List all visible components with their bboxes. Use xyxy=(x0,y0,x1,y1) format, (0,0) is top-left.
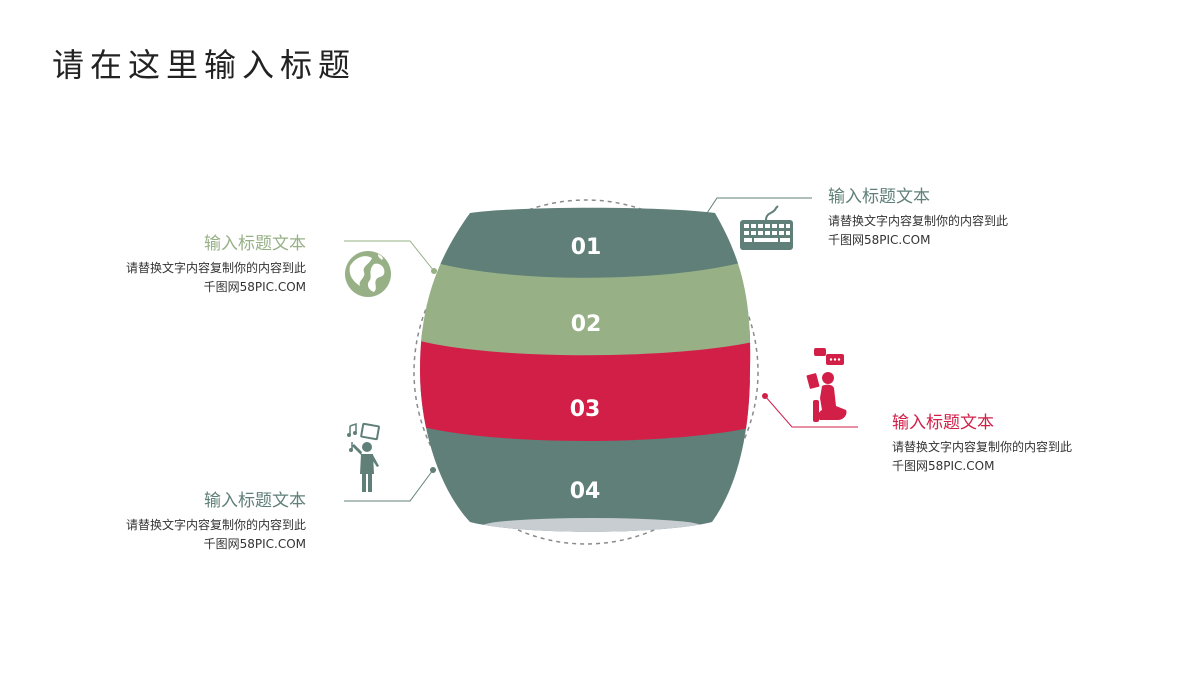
item-right: 输入标题文本 请替换文字内容复制你的内容到此 千图网58PIC.COM xyxy=(892,412,1152,476)
item-top-right: 输入标题文本 请替换文字内容复制你的内容到此 千图网58PIC.COM xyxy=(828,186,1088,250)
item-top-left: 输入标题文本 请替换文字内容复制你的内容到此 千图网58PIC.COM xyxy=(60,233,306,297)
band-02 xyxy=(420,250,751,356)
item-heading: 输入标题文本 xyxy=(828,187,930,207)
band-number-02: 02 xyxy=(571,312,602,337)
band-01 xyxy=(420,207,751,278)
item-desc-line1: 请替换文字内容复制你的内容到此 xyxy=(892,440,1073,454)
item-heading: 输入标题文本 xyxy=(892,413,994,433)
keyboard-icon xyxy=(740,205,793,250)
connector-right xyxy=(764,395,858,428)
item-bottom-left: 输入标题文本 请替换文字内容复制你的内容到此 千图网58PIC.COM xyxy=(60,490,306,554)
item-heading: 输入标题文本 xyxy=(204,234,306,254)
item-desc-line1: 请替换文字内容复制你的内容到此 xyxy=(125,518,306,532)
dashed-ring xyxy=(413,199,759,545)
connector-dot xyxy=(431,268,437,274)
item-heading: 输入标题文本 xyxy=(204,491,306,511)
band-number-01: 01 xyxy=(571,235,602,260)
connector-bottom-left xyxy=(344,469,434,502)
connector-top-right xyxy=(696,197,812,229)
connector-dot xyxy=(694,225,700,231)
item-desc-line2: 千图网58PIC.COM xyxy=(828,233,931,247)
page-title: 请在这里输入标题 xyxy=(52,46,357,84)
connector-dot xyxy=(762,393,768,399)
item-desc-line1: 请替换文字内容复制你的内容到此 xyxy=(125,261,306,275)
globe-icon xyxy=(345,251,391,297)
connector-top-left xyxy=(344,240,435,272)
item-desc-line2: 千图网58PIC.COM xyxy=(203,280,306,294)
person-reading-icon xyxy=(806,348,847,422)
band-03 xyxy=(420,322,751,441)
bottom-shadow xyxy=(482,518,702,532)
item-desc-line2: 千图网58PIC.COM xyxy=(203,537,306,551)
person-music-icon xyxy=(347,422,380,492)
band-number-03: 03 xyxy=(570,397,601,422)
item-desc-line2: 千图网58PIC.COM xyxy=(892,459,995,473)
item-desc-line1: 请替换文字内容复制你的内容到此 xyxy=(828,214,1009,228)
connector-dot xyxy=(430,467,436,473)
band-number-04: 04 xyxy=(570,479,601,504)
